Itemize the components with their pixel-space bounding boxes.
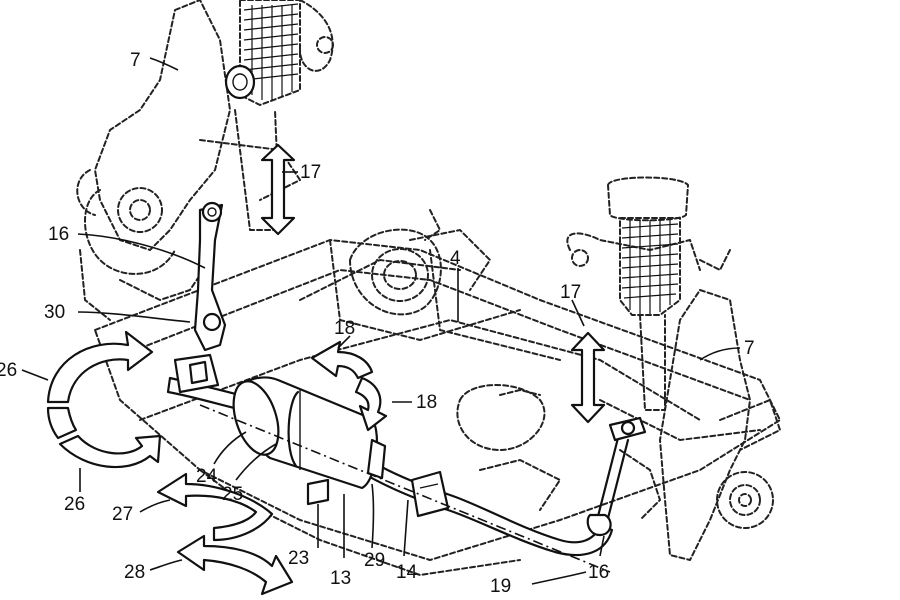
right-bearing [410, 470, 450, 518]
center-housing [349, 209, 561, 511]
vertical-arrow-right [570, 331, 606, 424]
label-17-right: 17 [560, 282, 581, 303]
label-25: 25 [222, 484, 243, 505]
label-19: 19 [490, 576, 511, 597]
reference-labels: 7 17 16 30 4 17 7 18 18 26 26 24 25 27 2… [0, 50, 755, 597]
label-13: 13 [330, 568, 351, 589]
motion-arrows [46, 143, 606, 596]
rotation-arrow-18-lower [354, 376, 388, 432]
label-7-left: 7 [130, 50, 141, 71]
label-26-bottom: 26 [64, 494, 85, 515]
vertical-arrow-left [260, 143, 296, 236]
rotation-arrow-18-upper [310, 340, 374, 380]
label-7-right: 7 [744, 338, 755, 359]
label-28: 28 [124, 562, 145, 583]
label-30: 30 [44, 302, 65, 323]
actuator [199, 376, 611, 573]
label-23: 23 [288, 548, 309, 569]
label-16-right: 16 [588, 562, 609, 583]
label-17-left: 17 [300, 162, 321, 183]
left-coupling-rod [173, 201, 227, 394]
right-spring [607, 176, 689, 411]
rotation-arrow-28 [176, 534, 294, 596]
label-18-lower: 18 [416, 392, 437, 413]
label-4: 4 [450, 248, 461, 269]
label-26-top: 26 [0, 360, 17, 381]
rotation-arrow-26-mid [46, 406, 78, 440]
label-14: 14 [396, 562, 418, 583]
right-knuckle [566, 232, 781, 561]
left-spring [224, 0, 301, 231]
rotation-arrow-27 [156, 472, 274, 542]
label-18-upper: 18 [334, 318, 355, 339]
label-27: 27 [112, 504, 133, 525]
label-24: 24 [196, 466, 218, 487]
rotation-arrow-26-bottom [58, 434, 162, 469]
leader-lines [21, 57, 741, 585]
label-29: 29 [364, 550, 385, 571]
label-16-left: 16 [48, 224, 69, 245]
rotation-arrow-26-top [46, 330, 154, 404]
